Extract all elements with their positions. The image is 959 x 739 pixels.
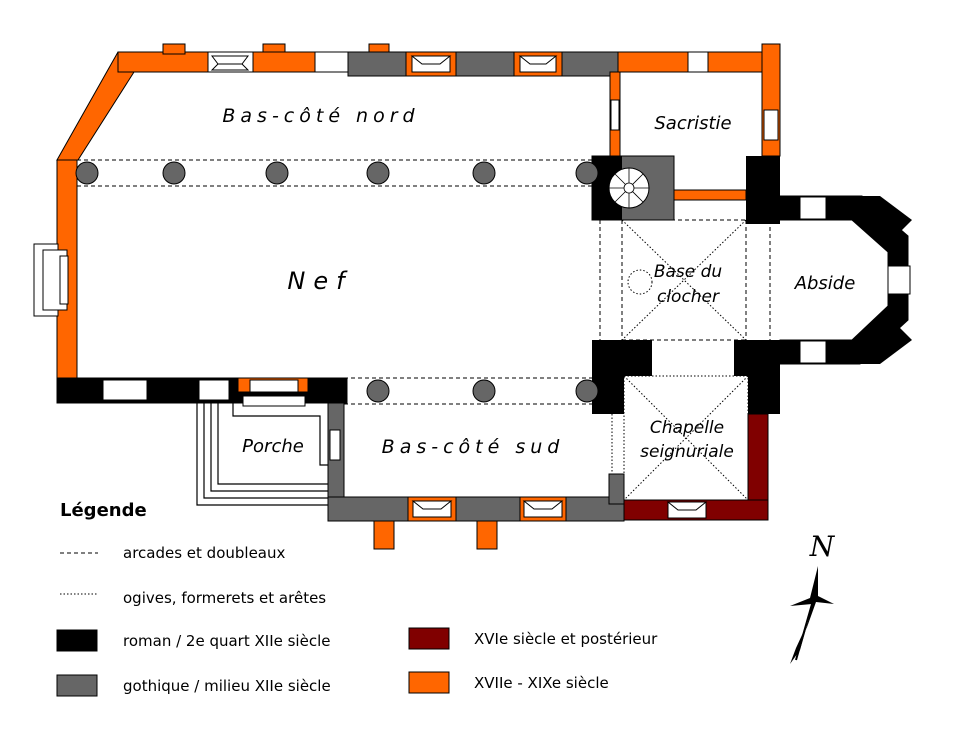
- spiral-stair-icon: [609, 168, 649, 208]
- arcades: [77, 159, 771, 405]
- legend-label-roman: roman / 2e quart XIIe siècle: [123, 632, 330, 650]
- tower-apse-walls: [591, 155, 912, 414]
- room-label-base-du-clocher-line1: Base du: [654, 262, 723, 282]
- legend-swatch-xvi: [408, 627, 450, 650]
- room-label-chapelle-line2: seignuriale: [640, 442, 734, 462]
- room-label-chapelle-line1: Chapelle: [650, 418, 724, 438]
- room-label-porche: Porche: [242, 436, 304, 457]
- north-wall: [56, 43, 764, 161]
- legend-label-xvii: XVIIe - XIXe siècle: [474, 674, 609, 692]
- west-wall: [33, 159, 78, 379]
- room-label-nef: Nef: [287, 267, 352, 295]
- south-wall-nave: [56, 377, 348, 407]
- legend-title: Légende: [60, 500, 147, 521]
- legend-label-gothique: gothique / milieu XIIe siècle: [123, 677, 331, 695]
- legend-label-dashed: arcades et doubleaux: [123, 544, 286, 562]
- legend-label-dotted: ogives, formerets et arêtes: [123, 589, 326, 607]
- sacristy-walls: [609, 43, 781, 201]
- north-arrow-icon: N: [790, 530, 836, 664]
- columns: [75, 161, 599, 403]
- chapel-walls: [623, 413, 769, 521]
- room-label-abside: Abside: [794, 273, 856, 294]
- room-label-base-du-clocher-line2: clocher: [657, 287, 720, 307]
- room-label-sacristie: Sacristie: [654, 113, 731, 134]
- legend-swatch-xvii: [408, 671, 450, 694]
- legend-label-xvi: XVIe siècle et postérieur: [474, 630, 658, 648]
- north-letter: N: [809, 530, 836, 563]
- legend-swatch-gothique: [56, 674, 98, 697]
- legend-swatch-roman: [56, 629, 98, 652]
- south-aisle-walls: [327, 402, 625, 550]
- porch: [196, 403, 330, 506]
- room-label-bas-cote-sud: Bas-côté sud: [382, 436, 565, 458]
- legend: Légende arcades et doubleaux ogives, for…: [56, 500, 658, 697]
- room-label-bas-cote-nord: Bas-côté nord: [222, 105, 419, 127]
- vault-ribs: [611, 219, 749, 501]
